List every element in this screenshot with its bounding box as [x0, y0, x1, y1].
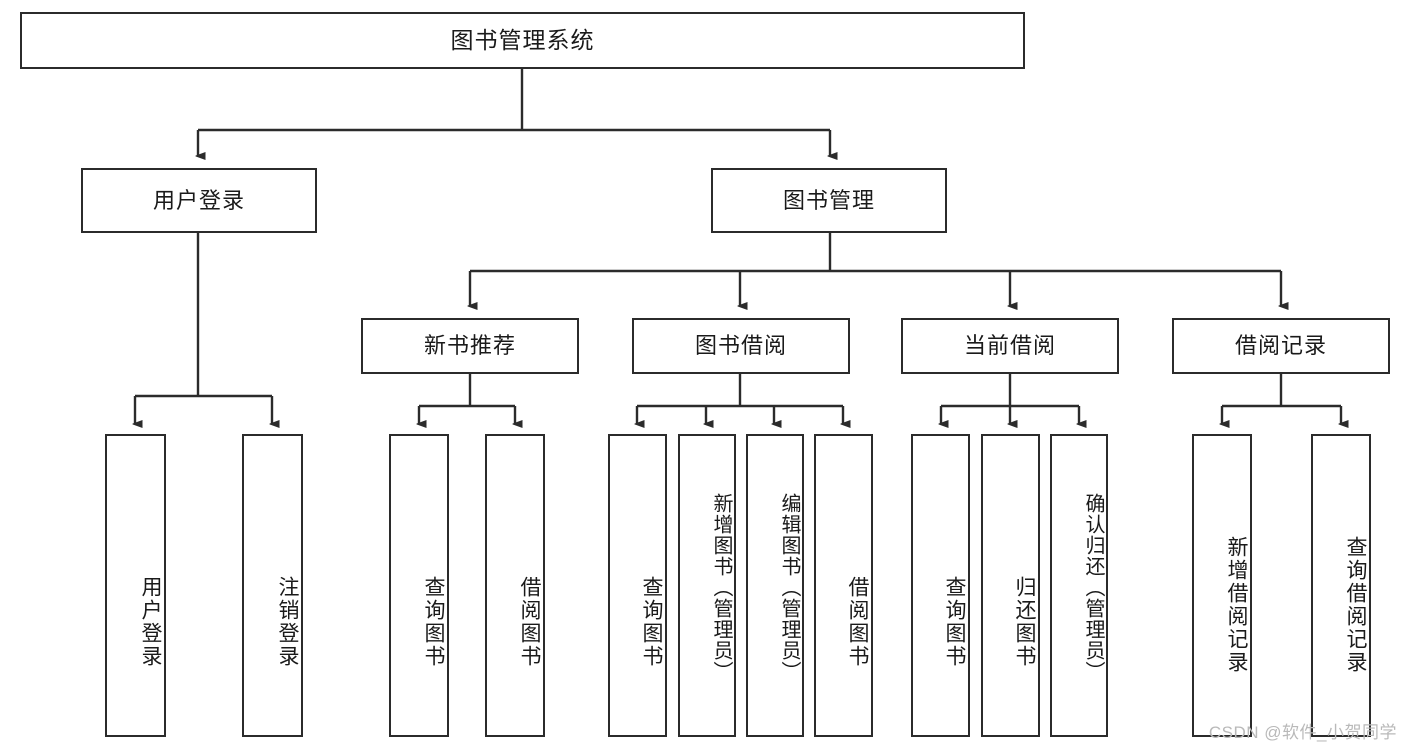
- leaf-user-login-1[interactable]: 用户登录: [105, 434, 166, 737]
- node-root-system[interactable]: 图书管理系统: [20, 12, 1025, 69]
- node-new-book-recommend[interactable]: 新书推荐: [361, 318, 579, 374]
- leaf-current-borrow-3[interactable]: 确认归还（管理员）: [1050, 434, 1108, 737]
- leaf-new-book-1[interactable]: 查询图书: [389, 434, 449, 737]
- node-current-borrow[interactable]: 当前借阅: [901, 318, 1119, 374]
- leaf-borrow-record-1[interactable]: 新增借阅记录: [1192, 434, 1252, 737]
- node-user-login[interactable]: 用户登录: [81, 168, 317, 233]
- leaf-borrow-record-2[interactable]: 查询借阅记录: [1311, 434, 1371, 737]
- leaf-book-borrow-3[interactable]: 编辑图书（管理员）: [746, 434, 804, 737]
- leaf-book-borrow-4[interactable]: 借阅图书: [814, 434, 873, 737]
- node-book-borrow[interactable]: 图书借阅: [632, 318, 850, 374]
- leaf-book-borrow-2[interactable]: 新增图书（管理员）: [678, 434, 736, 737]
- leaf-book-borrow-1[interactable]: 查询图书: [608, 434, 667, 737]
- csdn-watermark: CSDN @软件_小贺同学: [1208, 723, 1397, 742]
- leaf-current-borrow-2[interactable]: 归还图书: [981, 434, 1040, 737]
- node-book-manage[interactable]: 图书管理: [711, 168, 947, 233]
- leaf-current-borrow-1[interactable]: 查询图书: [911, 434, 970, 737]
- leaf-user-login-2[interactable]: 注销登录: [242, 434, 303, 737]
- leaf-new-book-2[interactable]: 借阅图书: [485, 434, 545, 737]
- node-borrow-record[interactable]: 借阅记录: [1172, 318, 1390, 374]
